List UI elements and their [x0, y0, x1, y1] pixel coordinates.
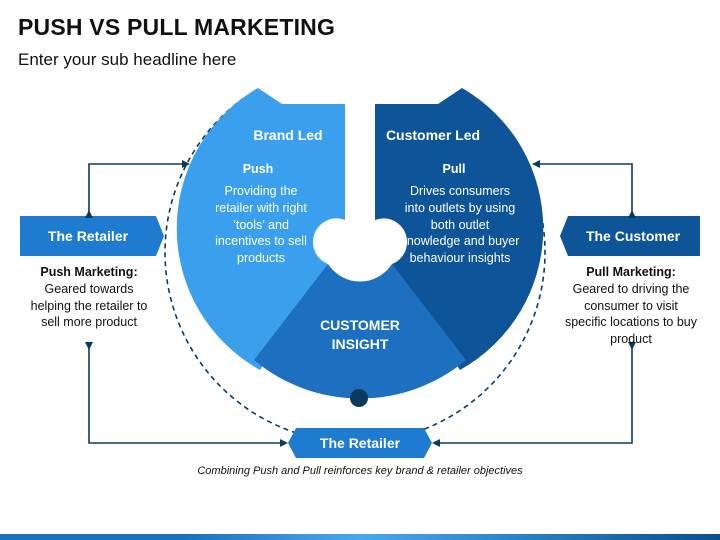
customer-right-label: The Customer	[585, 228, 681, 244]
pull-marketing-heading: Pull Marketing:	[586, 265, 676, 279]
page-title: PUSH VS PULL MARKETING	[18, 14, 336, 40]
customer-led-heading: Customer Led	[385, 127, 481, 143]
pull-label: Pull	[442, 162, 466, 176]
connector-left-top	[85, 160, 190, 218]
retailer-box-bottom	[288, 428, 432, 458]
connector-right-top	[532, 160, 636, 218]
customer-insight-label: CUSTOMER INSIGHT	[320, 317, 400, 352]
page-subtitle: Enter your sub headline here	[18, 50, 237, 69]
customer-box-right	[560, 216, 700, 256]
push-marketing-text: Geared towards helping the retailer to s…	[30, 282, 148, 329]
retailer-bottom-label: The Retailer	[319, 435, 401, 451]
retailer-box-left	[20, 216, 164, 256]
brand-led-heading: Brand Led	[253, 127, 323, 143]
center-dot	[350, 389, 368, 407]
footer-note: Combining Push and Pull reinforces key b…	[197, 465, 523, 477]
connector-right-bottom	[432, 342, 636, 447]
connector-left-bottom	[85, 342, 288, 447]
customer-insight-segment	[254, 264, 466, 399]
bottom-accent-bar	[0, 534, 720, 540]
push-label: Push	[242, 162, 274, 176]
push-description: Providing the retailer with right ‘tools…	[215, 184, 307, 266]
push-marketing-heading: Push Marketing:	[40, 265, 138, 279]
pull-description: Drives consumers into outlets by using b…	[400, 184, 520, 266]
pull-marketing-text: Geared to driving the consumer to visit …	[564, 282, 697, 346]
retailer-left-label: The Retailer	[47, 228, 129, 244]
